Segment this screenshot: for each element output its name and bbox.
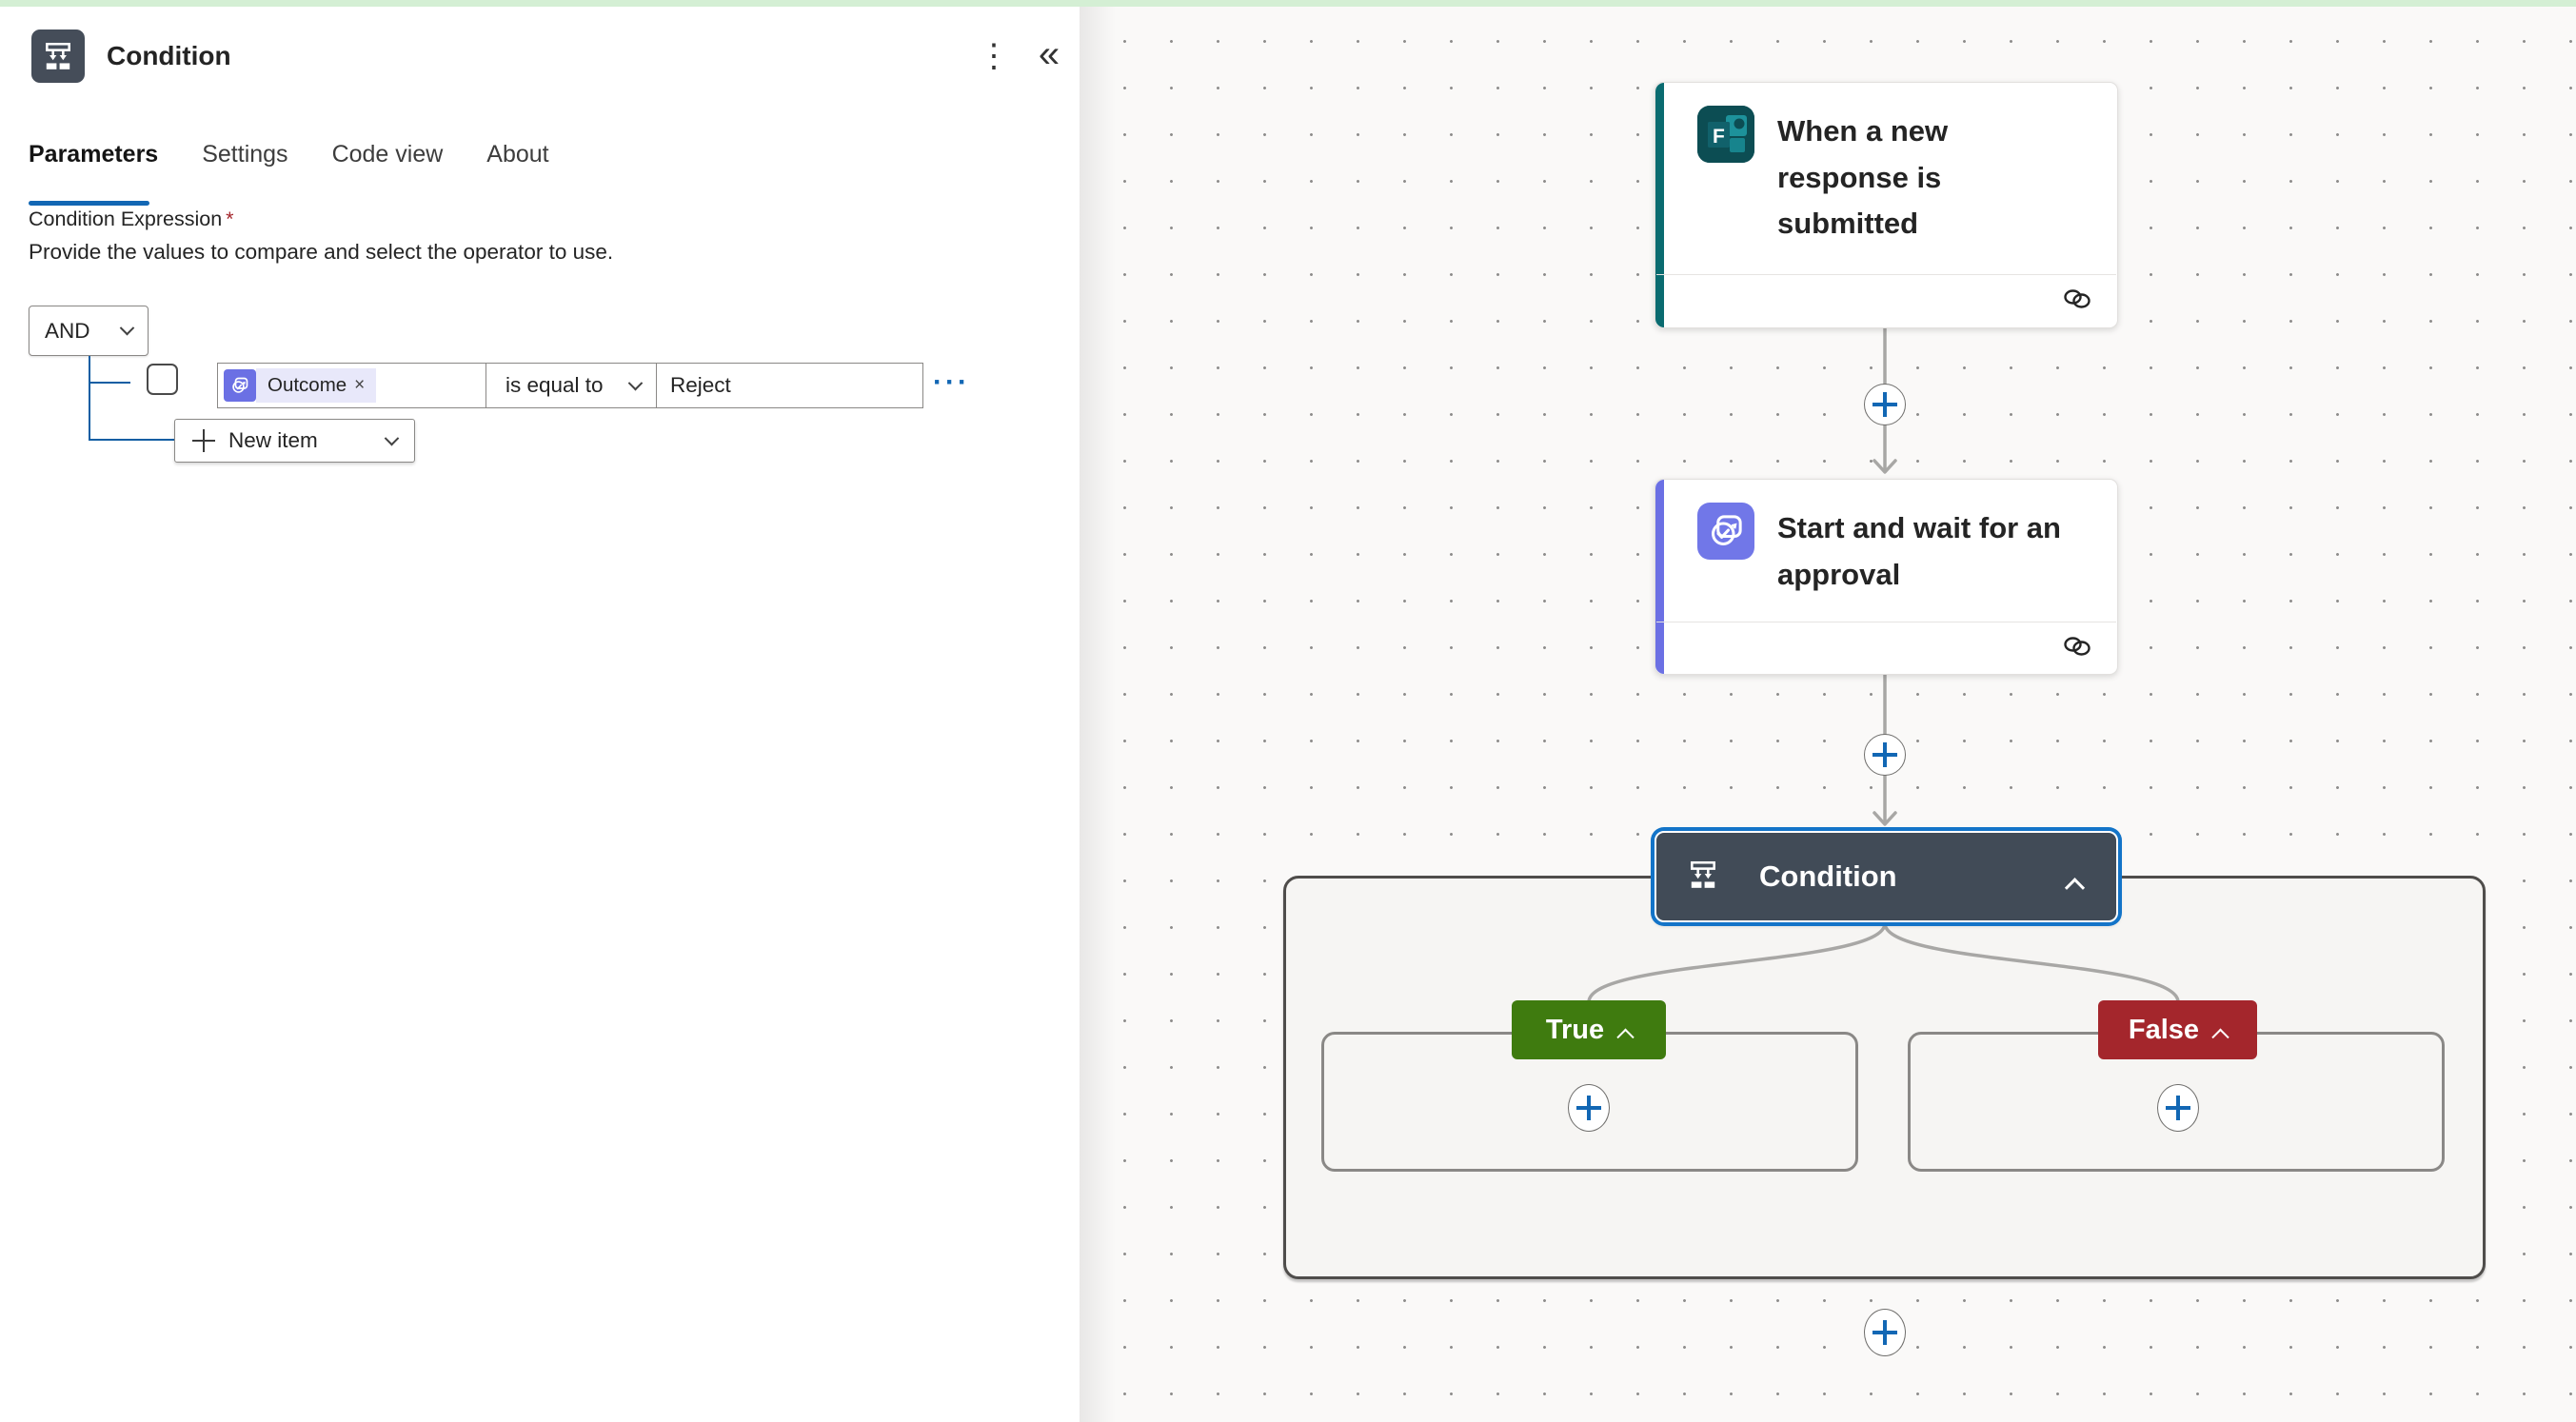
true-branch-badge[interactable]: True: [1512, 1000, 1666, 1059]
condition-expression-label: Condition Expression*: [29, 207, 234, 231]
add-action-button-after-condition[interactable]: [1864, 1309, 1906, 1356]
tree-connector-newitem: [90, 439, 174, 441]
row-checkbox[interactable]: [147, 364, 178, 395]
token-text: Outcome: [268, 374, 347, 396]
row-more-commands-icon[interactable]: ···: [933, 366, 970, 398]
chevron-down-icon: [119, 320, 135, 336]
flow-canvas: F When a new response is submitted Start…: [1080, 7, 2576, 1422]
trigger-card-when-a-new-response-is-submitted[interactable]: F When a new response is submitted: [1655, 82, 2118, 328]
panel-tabs: Parameters Settings Code view About: [29, 141, 549, 182]
condition-icon: [1687, 859, 1719, 896]
card-accent-bar: [1655, 83, 1664, 327]
value-field[interactable]: Reject: [656, 363, 923, 408]
value-text: Reject: [670, 373, 731, 397]
new-item-label: New item: [228, 428, 318, 452]
remove-token-icon[interactable]: ×: [354, 375, 366, 395]
field-description: Provide the values to compare and select…: [29, 240, 614, 264]
condition-node[interactable]: Condition: [1655, 831, 2118, 922]
insert-step-button-1[interactable]: [1864, 384, 1906, 425]
tab-settings[interactable]: Settings: [202, 141, 288, 168]
collapse-node-chevron-up-icon[interactable]: [2064, 878, 2086, 899]
field-label-text: Condition Expression: [29, 207, 223, 230]
chevron-up-icon: [1616, 1028, 1635, 1046]
operator-label: is equal to: [505, 373, 604, 397]
chevron-down-icon: [384, 430, 400, 445]
condition-scope-container: [1283, 876, 2486, 1279]
connection-link-icon[interactable]: [2062, 286, 2092, 318]
tree-connector-row: [90, 382, 130, 384]
insert-step-button-2[interactable]: [1864, 734, 1906, 776]
condition-node-title: Condition: [1759, 859, 1897, 893]
group-operator-label: AND: [45, 318, 90, 343]
group-operator-dropdown[interactable]: AND: [29, 306, 149, 356]
false-label: False: [2128, 1014, 2200, 1045]
new-item-button[interactable]: New item: [174, 419, 415, 463]
plus-icon: [192, 429, 215, 452]
card-title: When a new response is submitted: [1777, 114, 1949, 240]
condition-settings-panel: Condition ⋮ « Parameters Settings Code v…: [0, 7, 1080, 1422]
action-card-start-and-wait-for-an-approval[interactable]: Start and wait for an approval: [1655, 479, 2118, 675]
condition-row: Outcome × is equal to Reject: [217, 363, 923, 408]
condition-icon: [31, 30, 85, 83]
add-action-button-true-branch[interactable]: [1568, 1084, 1610, 1132]
collapse-panel-icon[interactable]: «: [1038, 33, 1060, 75]
more-options-icon[interactable]: ⋮: [978, 38, 1010, 74]
operand-field[interactable]: Outcome ×: [217, 363, 486, 408]
add-action-button-false-branch[interactable]: [2157, 1084, 2199, 1132]
outcome-token: Outcome ×: [224, 368, 377, 403]
environment-banner-strip: [0, 0, 2576, 7]
approvals-icon: [1697, 503, 1754, 560]
true-label: True: [1545, 1014, 1605, 1045]
approvals-icon: [224, 369, 256, 402]
page-title: Condition: [107, 41, 231, 70]
card-divider: [1656, 274, 2116, 275]
connection-link-icon[interactable]: [2062, 634, 2092, 665]
card-accent-bar: [1655, 480, 1664, 674]
tab-about[interactable]: About: [486, 141, 549, 168]
tab-parameters[interactable]: Parameters: [29, 141, 159, 168]
chevron-down-icon: [627, 375, 644, 390]
forms-letter: F: [1713, 126, 1725, 148]
forms-icon: F: [1697, 106, 1754, 163]
token-label: Outcome ×: [256, 368, 377, 403]
false-branch-badge[interactable]: False: [2098, 1000, 2257, 1059]
required-asterisk: *: [226, 207, 234, 230]
tab-code-view[interactable]: Code view: [331, 141, 444, 168]
operator-dropdown[interactable]: is equal to: [485, 363, 657, 408]
active-tab-underline: [29, 201, 149, 206]
card-title: Start and wait for an approval: [1777, 511, 2061, 591]
chevron-up-icon: [2211, 1028, 2229, 1046]
tree-connector-vertical: [89, 356, 90, 441]
